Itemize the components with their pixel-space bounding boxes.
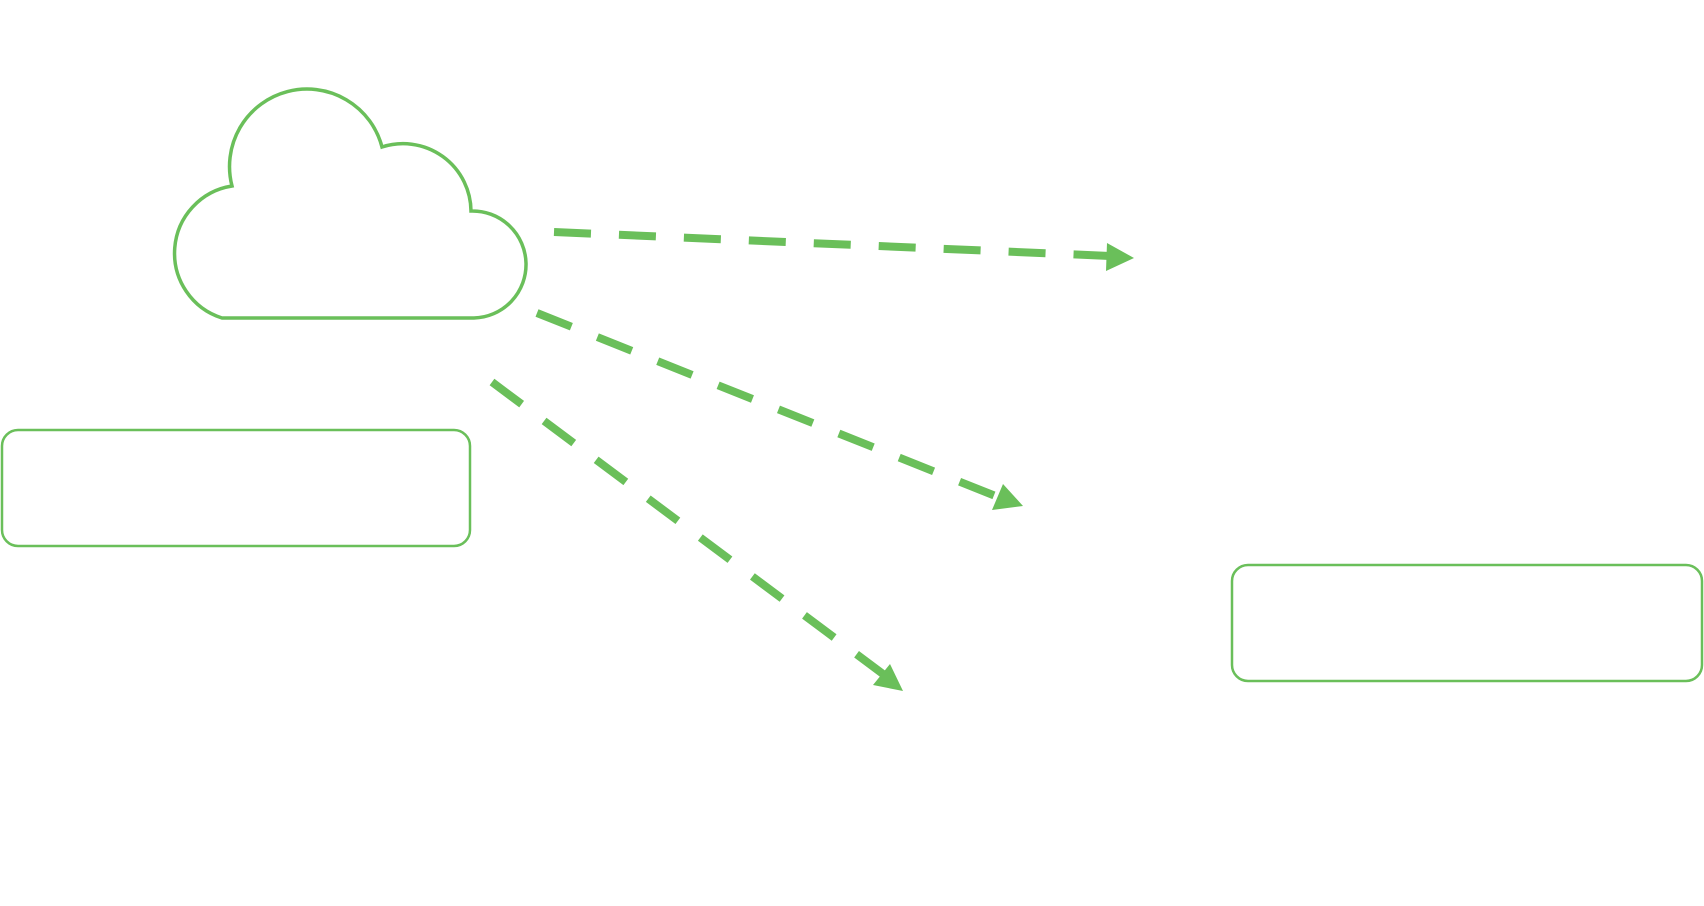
arrow-middle-line [535, 309, 1000, 501]
left-box [0, 428, 472, 548]
arrow-top-head [1106, 243, 1134, 271]
arrow-middle-head [992, 484, 1023, 510]
arrow-bottom-line [489, 378, 886, 678]
arrow-top-line [553, 228, 1111, 260]
right-box [1230, 563, 1704, 683]
arrow-bottom-head [873, 664, 903, 691]
cloud-shape [172, 87, 528, 320]
